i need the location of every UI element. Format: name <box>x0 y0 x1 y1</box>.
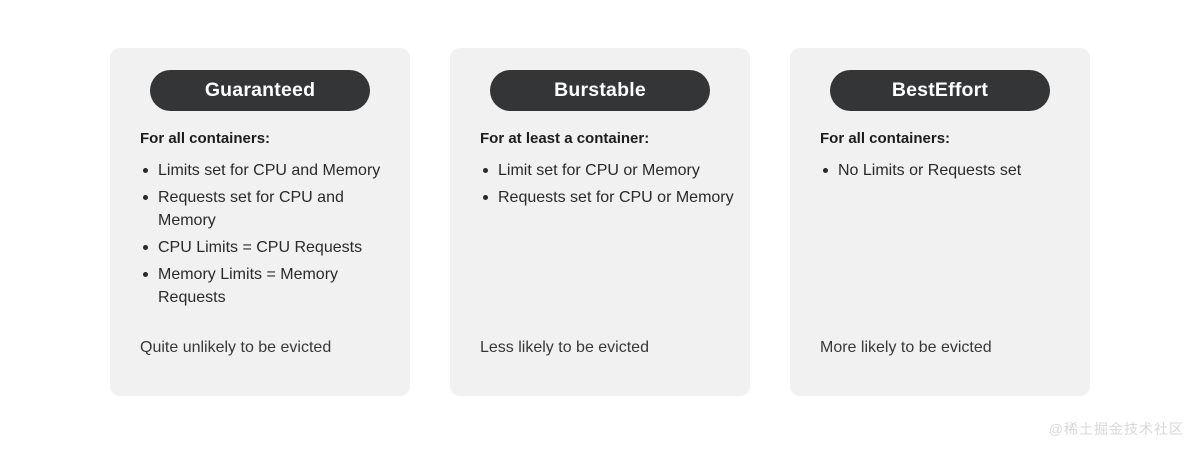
list-item: Memory Limits = Memory Requests <box>140 263 394 309</box>
qos-badge-guaranteed: Guaranteed <box>150 70 370 111</box>
qos-badge-label: Guaranteed <box>204 79 316 101</box>
list-item: CPU Limits = CPU Requests <box>140 236 394 259</box>
requirements-list: Limits set for CPU and Memory Requests s… <box>140 159 394 309</box>
eviction-note: More likely to be evicted <box>820 339 992 356</box>
requirement-text: Requests set for CPU or Memory <box>498 189 734 206</box>
eviction-note: Less likely to be evicted <box>480 339 649 356</box>
bullet-dot-icon <box>823 168 828 173</box>
requirement-text: Limit set for CPU or Memory <box>498 162 700 179</box>
list-item: No Limits or Requests set <box>820 159 1074 182</box>
qos-badge-label: Burstable <box>554 79 646 101</box>
qos-card-guaranteed: Guaranteed For all containers: Limits se… <box>110 48 410 396</box>
bullet-dot-icon <box>143 195 148 200</box>
bullet-dot-icon <box>143 245 148 250</box>
qos-card-body: For at least a container: Limit set for … <box>480 129 734 213</box>
condition-heading: For all containers: <box>820 130 951 147</box>
requirements-list: No Limits or Requests set <box>820 159 1074 182</box>
requirement-text: No Limits or Requests set <box>838 162 1022 179</box>
bullet-dot-icon <box>483 195 488 200</box>
requirements-list: Limit set for CPU or Memory Requests set… <box>480 159 734 209</box>
qos-badge-label: BestEffort <box>891 79 989 101</box>
bullet-dot-icon <box>143 272 148 277</box>
list-item: Requests set for CPU or Memory <box>480 186 734 209</box>
condition-heading: For at least a container: <box>480 130 650 147</box>
requirement-text: Limits set for CPU and Memory <box>158 162 381 179</box>
qos-card-body: For all containers: Limits set for CPU a… <box>140 129 394 313</box>
condition-heading: For all containers: <box>140 130 271 147</box>
eviction-note: Quite unlikely to be evicted <box>140 339 332 356</box>
list-item: Requests set for CPU and Memory <box>140 186 394 232</box>
list-item: Limit set for CPU or Memory <box>480 159 734 182</box>
bullet-dot-icon <box>143 168 148 173</box>
watermark: @稀土掘金技术社区 <box>1048 421 1184 437</box>
requirement-text: CPU Limits = CPU Requests <box>158 239 363 256</box>
qos-card-body: For all containers: No Limits or Request… <box>820 129 1074 186</box>
list-item: Limits set for CPU and Memory <box>140 159 394 182</box>
requirement-text: Requests set for CPU and Memory <box>158 189 344 229</box>
qos-badge-burstable: Burstable <box>490 70 710 111</box>
qos-badge-besteffort: BestEffort <box>830 70 1050 111</box>
qos-card-besteffort: BestEffort For all containers: No Limits… <box>790 48 1090 396</box>
qos-card-burstable: Burstable For at least a container: Limi… <box>450 48 750 396</box>
requirement-text: Memory Limits = Memory Requests <box>158 266 339 306</box>
bullet-dot-icon <box>483 168 488 173</box>
